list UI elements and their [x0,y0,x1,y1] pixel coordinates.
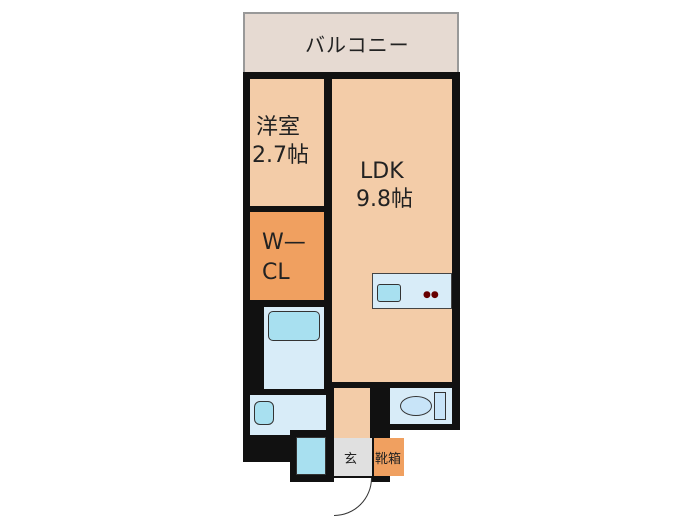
entrance: 玄 [334,438,372,476]
bathroom [264,307,324,389]
western-room: 洋室 2.7帖 [250,79,324,206]
bathtub [268,311,320,341]
ldk-room: LDK 9.8帖 ●● [332,79,452,382]
toilet-tank [434,392,446,420]
walk-in-closet: W— CL [250,212,324,300]
stove-icon: ●● [423,290,439,300]
kitchen-counter: ●● [372,273,452,309]
shoe-box: 靴箱 [374,438,404,476]
wash-basin [254,401,274,425]
ldk-size: 9.8帖 [356,187,413,212]
entrance-hall [334,388,370,438]
western-room-name: 洋室 [256,115,301,140]
washroom [250,395,326,435]
entrance-label: 玄 [344,452,358,467]
shoe-box-label: 靴箱 [375,452,402,467]
entrance-door [334,478,372,516]
toilet-bowl [400,396,432,416]
wcl-line1: W— [262,230,306,255]
sink [377,284,401,302]
balcony-label: バルコニー [305,33,410,57]
wcl-line2: CL [262,260,290,285]
western-room-size: 2.7帖 [252,143,309,168]
laundry-pan [296,437,326,475]
balcony: バルコニー [243,12,459,74]
ldk-name: LDK [360,159,404,184]
